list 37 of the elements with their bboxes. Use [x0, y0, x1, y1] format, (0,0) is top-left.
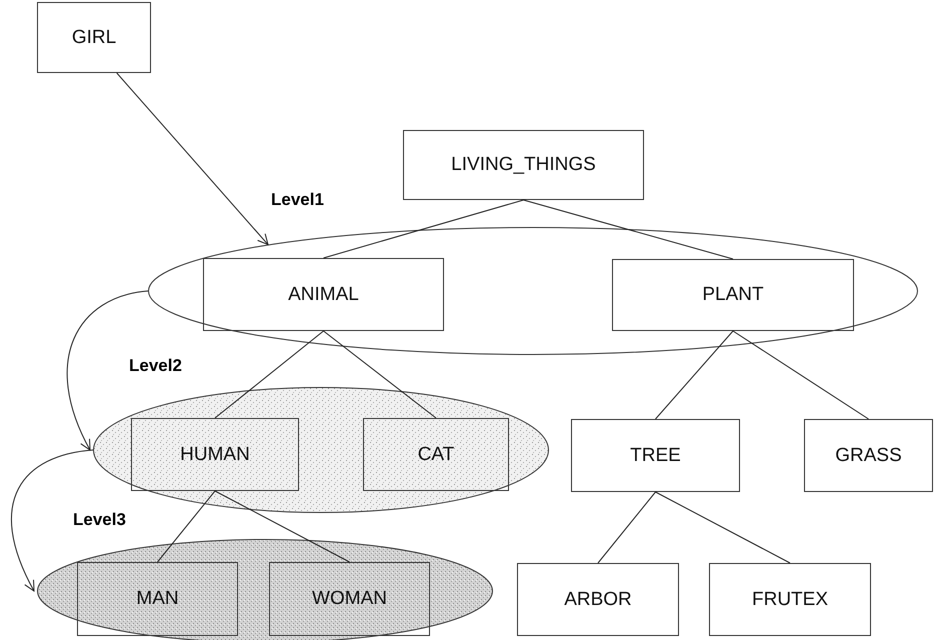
level-ellipse	[148, 227, 918, 355]
arrow	[66, 290, 148, 450]
concept-box	[517, 563, 679, 636]
node-label: GRASS	[835, 444, 902, 466]
concept-box	[363, 418, 509, 491]
node-label: FRUTEX	[752, 588, 828, 610]
concept-box	[612, 259, 854, 331]
concept-box	[131, 418, 299, 491]
concept-box	[77, 562, 238, 636]
concept-box	[804, 419, 933, 492]
connector-line	[323, 330, 436, 418]
node-label: ANIMAL	[288, 284, 359, 306]
connector-line	[323, 200, 524, 258]
node-label: PLANT	[702, 284, 764, 306]
concept-box	[37, 2, 151, 73]
connector-line	[598, 492, 656, 564]
level-ellipse	[93, 387, 549, 513]
connector-line	[655, 492, 790, 564]
node-label: TREE	[630, 444, 681, 466]
node-label: LIVING_THINGS	[451, 154, 596, 176]
concept-box	[203, 258, 444, 331]
node-label: CAT	[418, 444, 454, 466]
connector-line	[214, 330, 324, 418]
connector-line	[732, 330, 869, 420]
connector-line	[523, 200, 734, 260]
node-label: ARBOR	[564, 588, 632, 610]
concept-box	[269, 562, 430, 636]
connector-line	[655, 330, 734, 420]
arrow	[11, 450, 94, 592]
concept-box	[709, 563, 871, 636]
concept-box	[403, 130, 644, 200]
concept-box	[571, 419, 740, 492]
arrow	[116, 72, 268, 246]
node-label: MAN	[136, 588, 179, 610]
node-label: HUMAN	[180, 444, 250, 466]
node-label: WOMAN	[312, 588, 387, 610]
node-label: GIRL	[72, 26, 116, 48]
